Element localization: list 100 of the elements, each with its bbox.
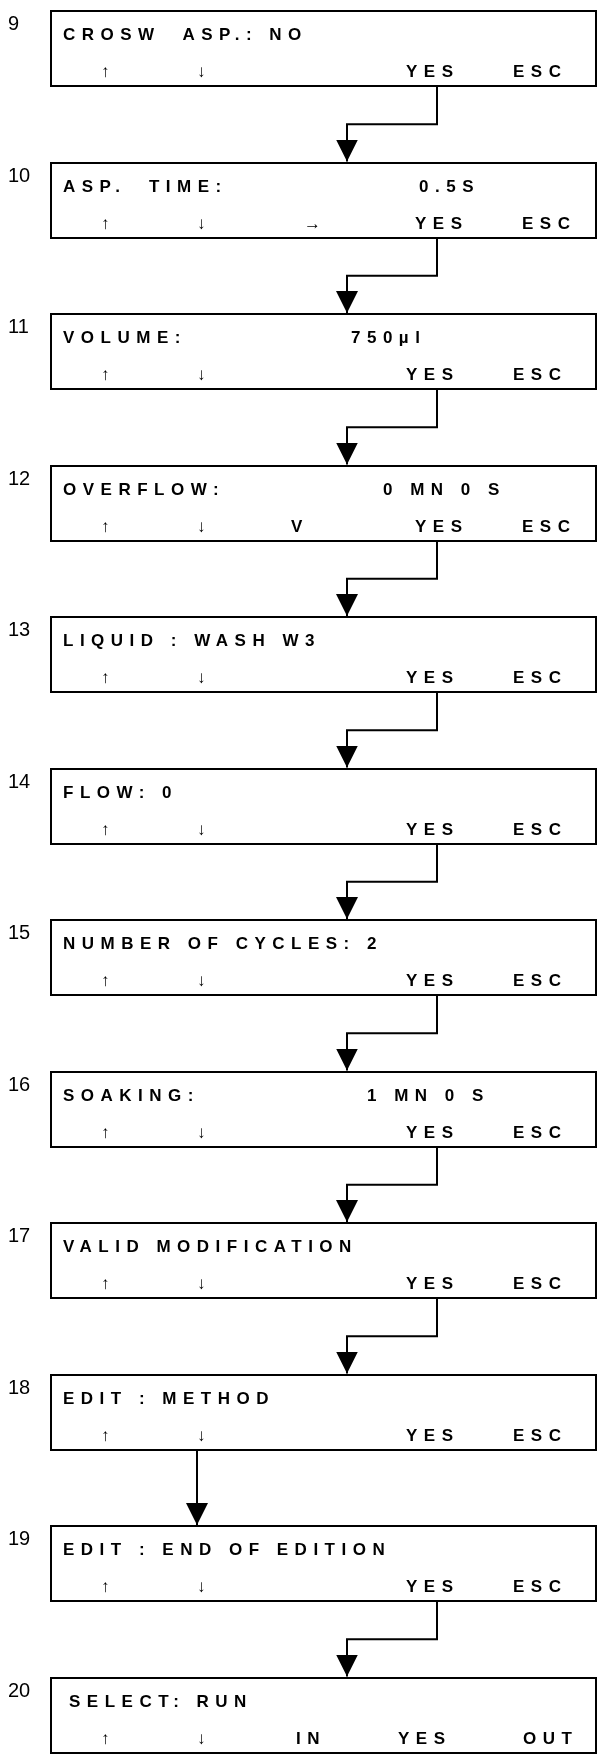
display-box	[50, 767, 597, 845]
display-text: ↓	[197, 516, 212, 537]
display-text: ESC	[513, 668, 568, 688]
display-text: V	[291, 516, 309, 537]
display-text: ↓	[197, 62, 212, 82]
display-box	[50, 1222, 597, 1299]
display-text: ↑	[101, 1274, 116, 1294]
step-number: 18	[8, 1375, 32, 1398]
display-text: YES	[398, 1728, 452, 1749]
connector-arrow	[186, 1449, 208, 1526]
display-text: ↓	[197, 1274, 212, 1294]
display-text: ESC	[513, 1122, 568, 1143]
step-number: 14	[8, 769, 32, 792]
display-text: YES	[406, 668, 460, 688]
connector-arrow	[336, 843, 438, 920]
connector-arrow	[336, 1601, 438, 1678]
connector-arrow	[336, 540, 438, 617]
display-text: ↑	[101, 1122, 116, 1143]
display-text: ESC	[522, 516, 577, 537]
display-text: CROSW ASP.: NO	[63, 25, 308, 45]
display-text: ESC	[513, 971, 568, 991]
display-box	[50, 464, 597, 542]
step-number: 19	[8, 1527, 32, 1549]
display-text: ↓	[197, 1728, 212, 1749]
step-number: 15	[8, 921, 32, 943]
step-number: 17	[8, 1224, 32, 1246]
display-text: ↓	[197, 213, 212, 234]
display-text: YES	[406, 365, 460, 385]
display-text: ESC	[513, 1425, 568, 1446]
display-text: YES	[415, 516, 469, 537]
display-text: YES	[406, 62, 460, 82]
display-text: YES	[415, 213, 469, 234]
display-text: EDIT : END OF EDITION	[63, 1540, 392, 1560]
connector-arrow	[336, 1146, 438, 1223]
display-text: ESC	[513, 1274, 568, 1294]
connector-arrow	[336, 995, 438, 1072]
display-text: VOLUME:	[63, 328, 187, 348]
display-text: YES	[406, 971, 460, 991]
display-text: ↑	[101, 1577, 116, 1597]
display-text: ↓	[197, 1577, 212, 1597]
step-number: 13	[8, 618, 32, 640]
display-text: →	[304, 213, 328, 234]
step-number: 10	[8, 163, 32, 186]
display-text: 750µl	[351, 328, 427, 348]
connector-arrow	[336, 86, 438, 163]
display-text: ↓	[197, 365, 212, 385]
display-box	[50, 10, 597, 87]
display-text: ESC	[513, 62, 568, 82]
step-number: 11	[8, 315, 30, 337]
connector-arrow	[336, 692, 438, 769]
display-text: ESC	[513, 365, 568, 385]
display-text: ↑	[101, 516, 116, 537]
display-text: 1 MN 0 S	[367, 1085, 490, 1106]
display-text: FLOW: 0	[63, 782, 179, 803]
display-box	[50, 1070, 597, 1148]
display-text: ↑	[101, 1425, 116, 1446]
display-text: ↑	[101, 668, 116, 688]
display-text: 0 MN 0 S	[383, 479, 506, 500]
display-text: IN	[296, 1728, 326, 1749]
step-number: 16	[8, 1072, 32, 1095]
display-box	[50, 1676, 597, 1754]
display-text: ESC	[513, 1577, 568, 1597]
display-text: EDIT : METHOD	[63, 1388, 275, 1409]
connector-arrow	[336, 1298, 438, 1375]
display-text: ESC	[513, 819, 568, 840]
display-text: LIQUID : WASH W3	[63, 631, 321, 651]
display-box	[50, 1373, 597, 1451]
display-text: SOAKING:	[63, 1085, 200, 1106]
display-text: SELECT: RUN	[69, 1691, 253, 1712]
display-text: ↑	[101, 213, 116, 234]
display-text: 0.5S	[419, 176, 480, 197]
display-text: ↑	[101, 819, 116, 840]
connector-arrow	[336, 389, 438, 466]
display-text: YES	[406, 819, 460, 840]
display-text: NUMBER OF CYCLES: 2	[63, 934, 383, 954]
display-text: ESC	[522, 213, 577, 234]
step-number: 9	[8, 12, 21, 34]
display-text: ↑	[101, 365, 116, 385]
display-text: ↓	[197, 819, 212, 840]
display-text: ↓	[197, 971, 212, 991]
display-text: ASP. TIME:	[63, 176, 228, 197]
step-number: 12	[8, 466, 32, 489]
display-text: YES	[406, 1122, 460, 1143]
display-box	[50, 161, 597, 239]
display-text: ↓	[197, 668, 212, 688]
display-text: ↑	[101, 1728, 116, 1749]
display-text: YES	[406, 1425, 460, 1446]
display-text: YES	[406, 1274, 460, 1294]
display-box	[50, 616, 597, 693]
display-text: YES	[406, 1577, 460, 1597]
display-box	[50, 919, 597, 996]
connector-arrow	[336, 237, 438, 314]
display-box	[50, 1525, 597, 1602]
display-text: VALID MODIFICATION	[63, 1237, 358, 1257]
display-text: ↓	[197, 1425, 212, 1446]
display-text: OUT	[523, 1728, 579, 1749]
display-text: OVERFLOW:	[63, 479, 226, 500]
step-number: 20	[8, 1678, 32, 1701]
display-text: ↑	[101, 62, 116, 82]
display-box	[50, 313, 597, 390]
